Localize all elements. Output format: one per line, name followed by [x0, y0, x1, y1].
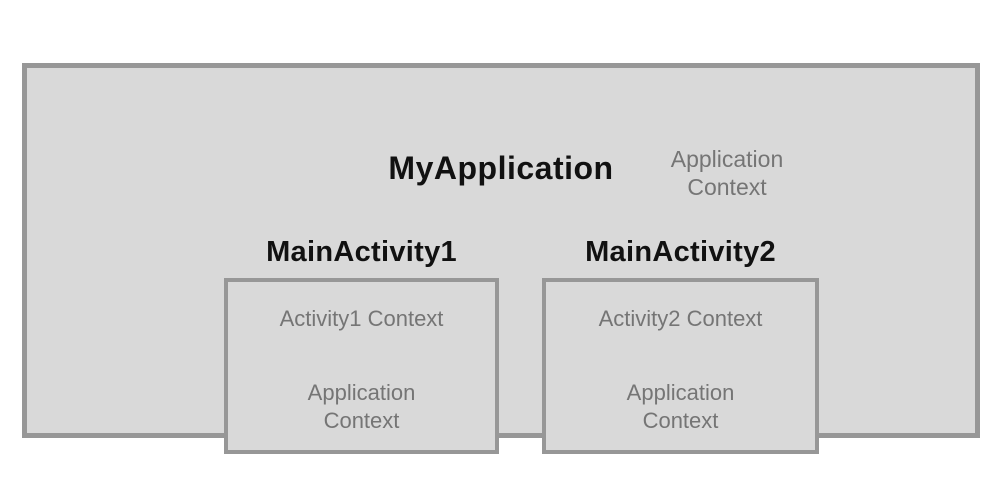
activity1-context-label: Activity1 Context — [279, 306, 444, 331]
activity2-application-context-label: Application Context — [626, 380, 735, 433]
application-box: MyApplication Application Context MainAc… — [22, 63, 980, 454]
activity1-box: Activity1 Context Application Context — [224, 278, 499, 454]
application-title: MyApplication — [388, 150, 614, 186]
activity2-context-label: Activity2 Context — [598, 306, 763, 331]
activity1-application-context-label: Application Context — [307, 380, 416, 433]
activity2-title: MainActivity2 — [585, 236, 776, 268]
activity1-title: MainActivity1 — [266, 236, 457, 268]
activity2-box: Activity2 Context Application Context — [542, 278, 819, 454]
application-context-label: Application Context — [670, 146, 784, 200]
